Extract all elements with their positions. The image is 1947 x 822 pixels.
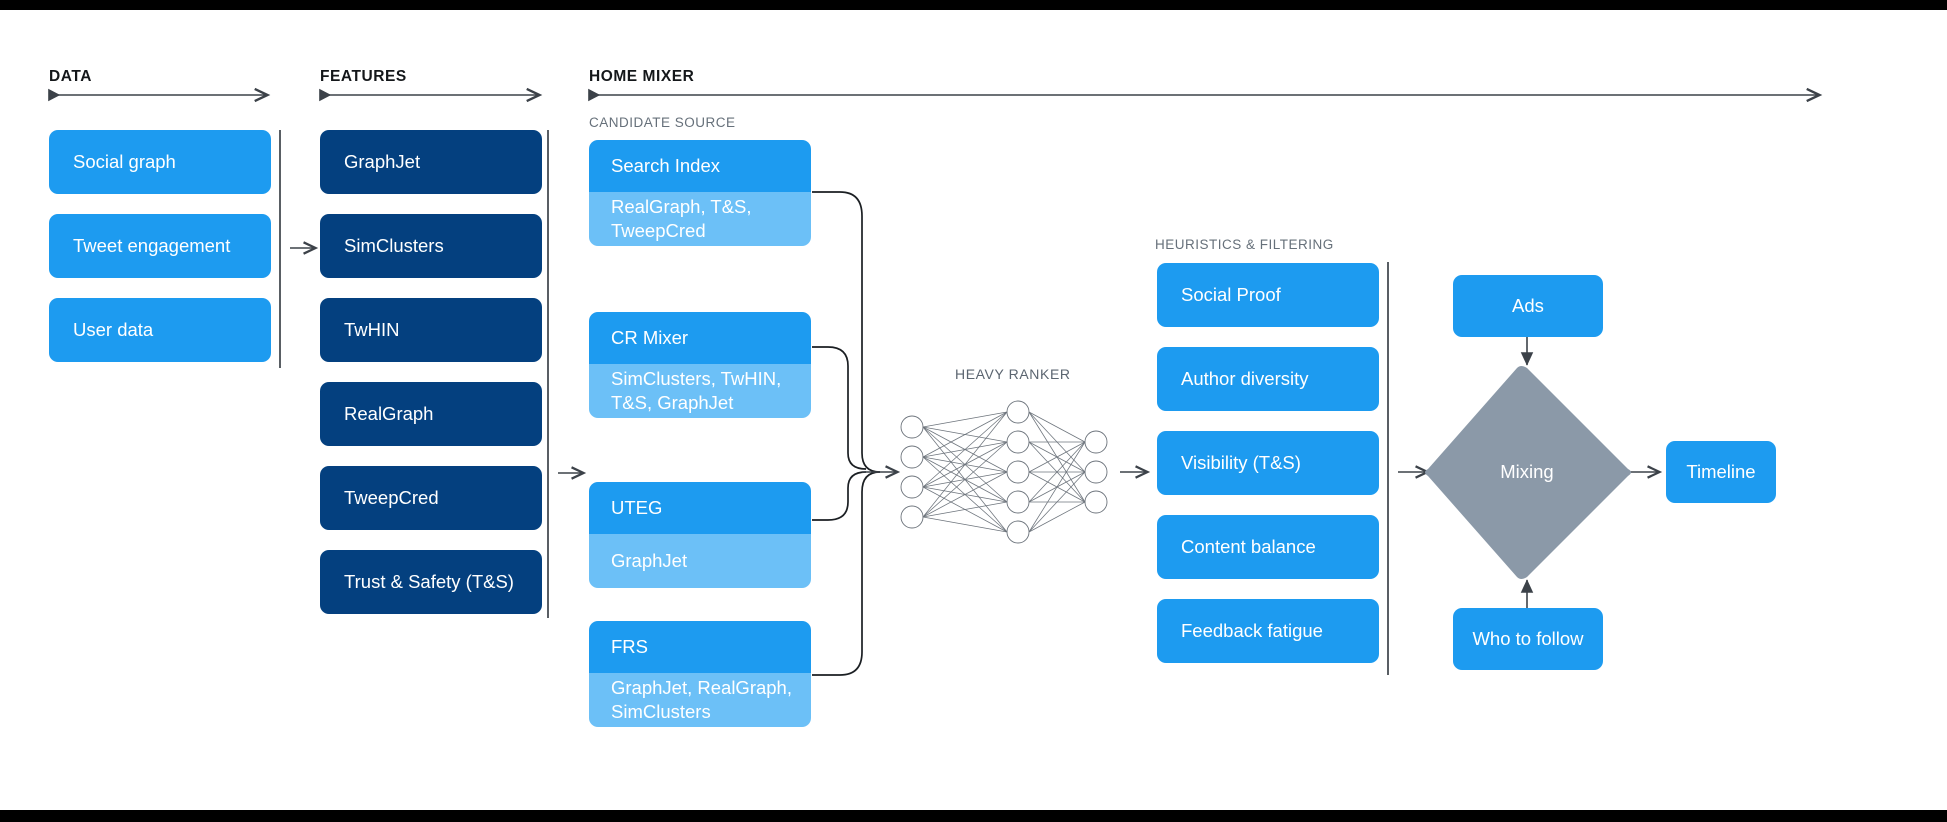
- feature-item-simclusters[interactable]: SimClusters: [320, 214, 542, 278]
- diagram-canvas: DATA FEATURES HOME MIXER CANDIDATE SOURC…: [0, 10, 1947, 810]
- data-item-user-data[interactable]: User data: [49, 298, 271, 362]
- candidate-source-title: UTEG: [589, 482, 811, 534]
- timeline-box[interactable]: Timeline: [1666, 441, 1776, 503]
- candidate-source-cr-mixer[interactable]: CR Mixer SimClusters, TwHIN, T&S, GraphJ…: [589, 312, 811, 418]
- feature-item-trust-safety[interactable]: Trust & Safety (T&S): [320, 550, 542, 614]
- heuristic-item-content-balance[interactable]: Content balance: [1157, 515, 1379, 579]
- heavy-ranker-network: [900, 400, 1108, 544]
- sub-header-candidate-source: CANDIDATE SOURCE: [589, 115, 736, 130]
- ads-box[interactable]: Ads: [1453, 275, 1603, 337]
- candidate-source-features: RealGraph, T&S, TweepCred: [589, 192, 811, 246]
- heuristic-item-visibility[interactable]: Visibility (T&S): [1157, 431, 1379, 495]
- candidate-source-features: GraphJet: [589, 534, 811, 588]
- connector-layer: [48, 87, 1823, 676]
- candidate-source-features: SimClusters, TwHIN, T&S, GraphJet: [589, 364, 811, 418]
- candidate-source-uteg[interactable]: UTEG GraphJet: [589, 482, 811, 588]
- data-item-tweet-engagement[interactable]: Tweet engagement: [49, 214, 271, 278]
- heuristic-item-author-diversity[interactable]: Author diversity: [1157, 347, 1379, 411]
- heuristic-item-social-proof[interactable]: Social Proof: [1157, 263, 1379, 327]
- mixing-label: Mixing: [1500, 461, 1554, 482]
- section-header-data: DATA: [49, 68, 92, 85]
- feature-item-graphjet[interactable]: GraphJet: [320, 130, 542, 194]
- candidate-source-features: GraphJet, RealGraph, SimClusters: [589, 673, 811, 727]
- who-to-follow-box[interactable]: Who to follow: [1453, 608, 1603, 670]
- candidate-source-title: Search Index: [589, 140, 811, 192]
- feature-item-twhin[interactable]: TwHIN: [320, 298, 542, 362]
- candidate-source-title: FRS: [589, 621, 811, 673]
- feature-item-tweepcred[interactable]: TweepCred: [320, 466, 542, 530]
- sub-header-heuristics: HEURISTICS & FILTERING: [1155, 237, 1334, 252]
- heavy-ranker-title: HEAVY RANKER: [955, 366, 1071, 382]
- heuristic-item-feedback-fatigue[interactable]: Feedback fatigue: [1157, 599, 1379, 663]
- data-item-social-graph[interactable]: Social graph: [49, 130, 271, 194]
- feature-item-realgraph[interactable]: RealGraph: [320, 382, 542, 446]
- candidate-source-search-index[interactable]: Search Index RealGraph, T&S, TweepCred: [589, 140, 811, 246]
- candidate-source-title: CR Mixer: [589, 312, 811, 364]
- section-header-features: FEATURES: [320, 68, 407, 85]
- section-header-home-mixer: HOME MIXER: [589, 68, 695, 85]
- candidate-source-frs[interactable]: FRS GraphJet, RealGraph, SimClusters: [589, 621, 811, 727]
